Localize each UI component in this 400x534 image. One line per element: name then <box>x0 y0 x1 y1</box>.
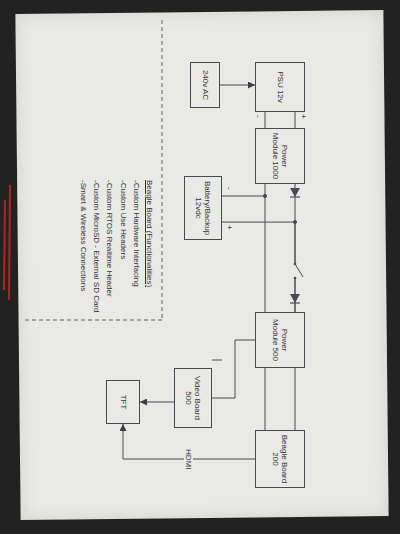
video-ground-wire <box>212 360 222 361</box>
red-wire <box>9 185 10 300</box>
switch-symbol <box>291 263 303 280</box>
junction-dot <box>263 194 266 197</box>
feature-note: -Custom MicroSD - External SD Card <box>92 180 101 318</box>
feature-list: Beagle Board (Functionalities) -Custom Ha… <box>79 180 154 318</box>
dashed-divider <box>22 320 162 321</box>
feature-note: -Custom Hardware Interfacing <box>132 180 141 318</box>
diode-symbol <box>290 188 300 197</box>
component-box: TFT <box>106 380 140 424</box>
component-box: Beagle Board 200 <box>255 430 305 488</box>
polarity-mark: + <box>299 114 308 119</box>
box-text: Power Module 500 <box>271 316 289 364</box>
feature-note: -Custom RTOS Realtime Header <box>105 180 114 318</box>
polarity-mark: + <box>225 225 234 230</box>
component-box: Power Module 500 <box>255 312 305 368</box>
box-text: Battery/Backup 12vdc <box>194 180 212 236</box>
box-text: 240v AC <box>200 70 209 100</box>
diode-symbol <box>290 294 300 303</box>
box-text: PSU 12v <box>275 71 284 103</box>
component-box: Battery/Backup 12vdc <box>184 176 222 240</box>
box-text: TFT <box>118 395 127 410</box>
box-text: Beagle Board 200 <box>271 434 289 484</box>
wire-connector <box>140 402 174 403</box>
feature-note: Beagle Board (Functionalities) <box>145 180 154 318</box>
feature-note: -Custom Use Headers <box>118 180 127 318</box>
component-box: PSU 12v <box>255 62 305 112</box>
dashed-divider <box>162 20 163 320</box>
component-box: 240v AC <box>190 62 220 108</box>
wire-connector <box>212 340 255 398</box>
negative-rail <box>265 368 266 430</box>
component-box: Video Board 500 <box>174 368 212 428</box>
polarity-mark: - <box>225 187 234 190</box>
battery-wire <box>222 196 265 197</box>
negative-rail <box>265 184 266 312</box>
feature-note: -Smart & Wireless Connections <box>79 180 88 318</box>
component-box: Power Module 1000 <box>255 128 305 184</box>
box-text: Video Board 500 <box>184 372 202 424</box>
box-text: Power Module 1000 <box>271 132 289 180</box>
wire-connector <box>220 85 255 86</box>
wire-connector <box>295 368 296 430</box>
negative-rail <box>265 112 266 128</box>
wire-connector <box>295 112 296 128</box>
polarity-mark: - <box>254 115 263 118</box>
signal-label: HDMI <box>184 448 193 470</box>
junction-dot <box>293 220 296 223</box>
red-wire <box>4 200 5 290</box>
wire-connector <box>222 222 295 312</box>
